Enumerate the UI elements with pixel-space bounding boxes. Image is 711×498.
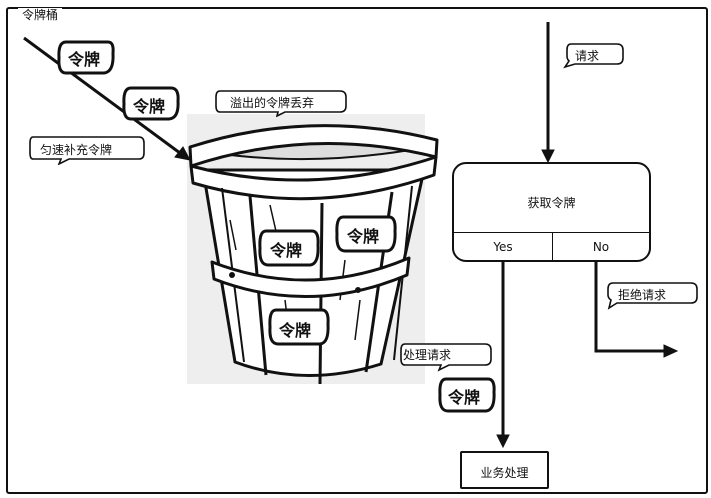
process-text: 处理请求 <box>403 348 452 362</box>
request-arrow <box>541 22 555 164</box>
decision-divider <box>454 232 649 233</box>
yes-arrow <box>496 262 510 449</box>
bubble-overflow <box>215 90 347 117</box>
token-falling-1: 令牌 <box>68 50 101 69</box>
token-bucket-2: 令牌 <box>347 227 380 246</box>
bubble-process <box>400 343 492 372</box>
token-output: 令牌 <box>448 388 481 407</box>
token-bucket-3-badge <box>268 308 330 346</box>
token-bucket-1: 令牌 <box>270 241 303 260</box>
business-box: 业务处理 <box>460 451 549 489</box>
refill-arrow <box>23 36 191 161</box>
token-bucket-2-badge <box>335 215 397 253</box>
reject-text: 拒绝请求 <box>618 288 667 302</box>
diagram-frame: 令牌桶 <box>6 7 708 494</box>
request-text: 请求 <box>575 49 600 63</box>
bubble-request <box>563 43 624 69</box>
no-arrow <box>594 262 679 358</box>
token-falling-2-badge <box>122 86 180 121</box>
yes-label: Yes <box>493 240 513 254</box>
token-output-badge <box>438 377 496 413</box>
refill-text: 匀速补充令牌 <box>40 143 113 157</box>
overflow-text: 溢出的令牌丢弃 <box>230 96 315 110</box>
decision-split <box>552 232 553 260</box>
decision-title: 获取令牌 <box>527 196 576 210</box>
no-label: No <box>592 240 610 254</box>
token-bucket-3: 令牌 <box>279 321 312 340</box>
bubble-reject <box>607 282 698 310</box>
bubble-refill <box>29 136 145 165</box>
token-bucket-1-badge <box>258 229 320 267</box>
business-label: 业务处理 <box>480 466 529 480</box>
token-falling-2: 令牌 <box>133 97 166 116</box>
decision-box: 获取令牌 Yes No <box>452 162 651 262</box>
frame-title: 令牌桶 <box>18 8 63 22</box>
token-falling-1-badge <box>57 40 115 75</box>
